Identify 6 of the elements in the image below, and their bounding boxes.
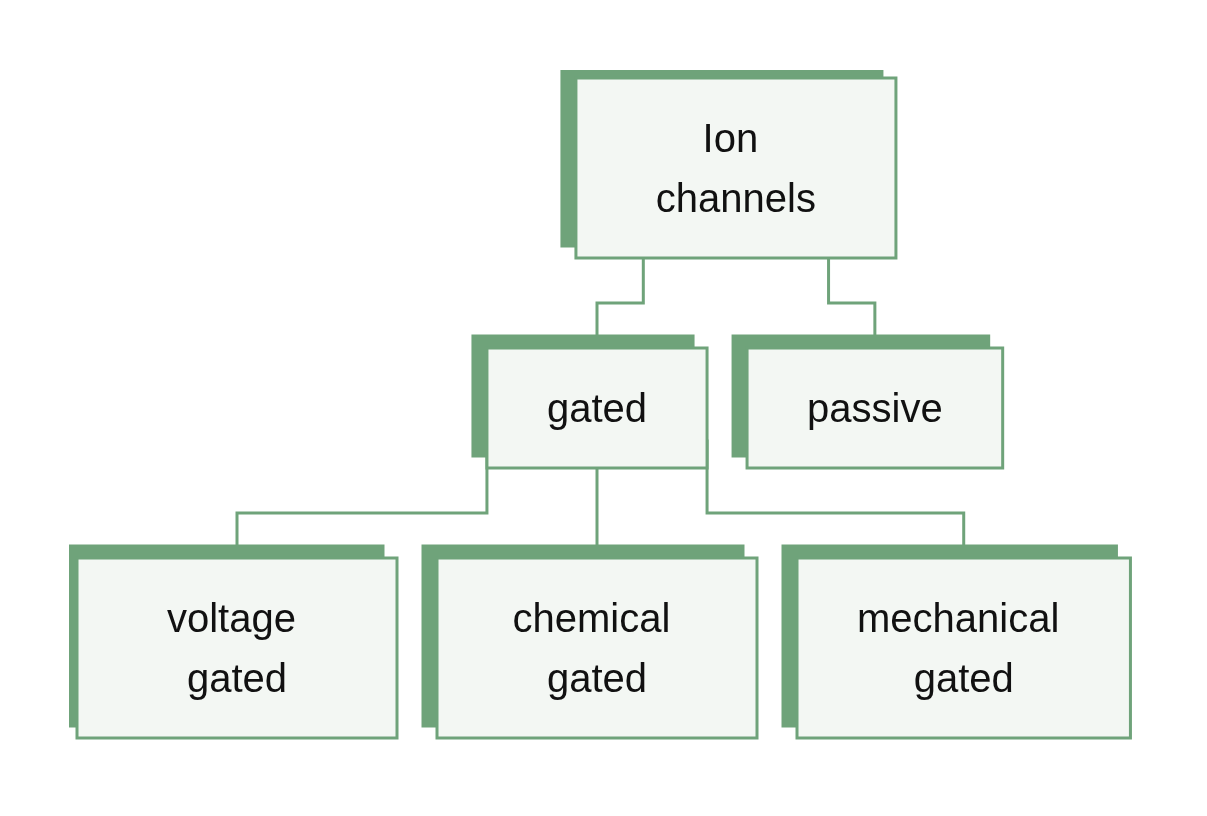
node-box: passive [745,346,1004,470]
node-box: gated [485,346,709,470]
node-box: chemical gated [435,556,759,740]
node-box: Ion channels [574,76,898,260]
node-box: mechanical gated [795,556,1132,740]
node-box: voltage gated [75,556,399,740]
